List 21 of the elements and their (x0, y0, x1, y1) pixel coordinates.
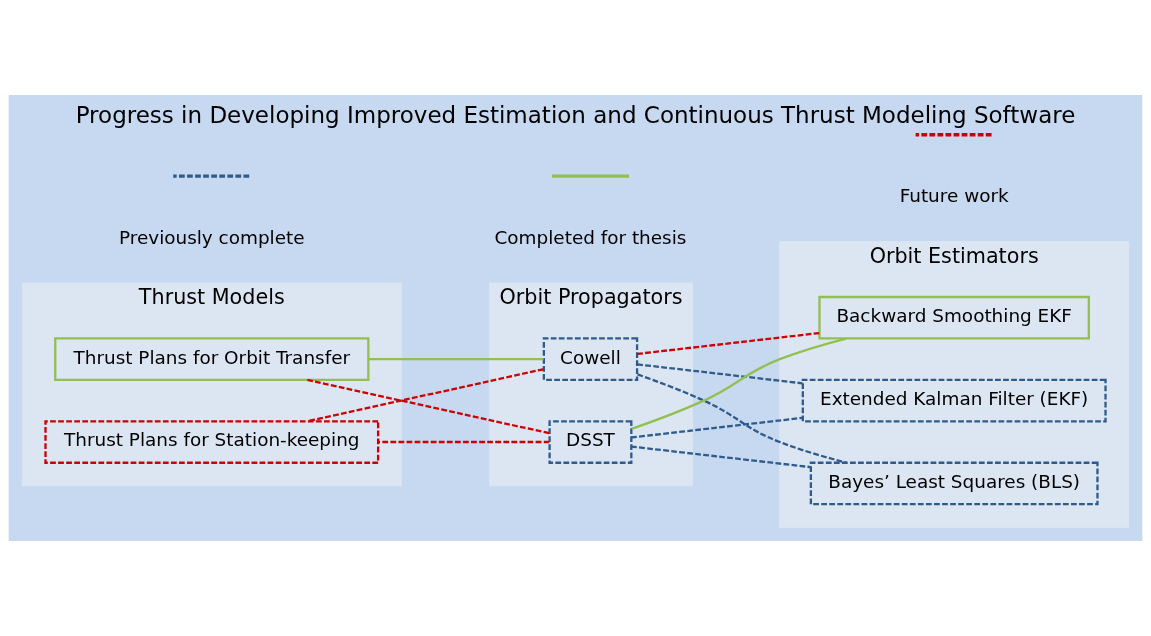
connector (631, 337, 847, 430)
connector (368, 358, 544, 361)
node-box: Cowell (542, 337, 639, 381)
node-box: Thrust Plans for Station-keeping (44, 420, 380, 464)
legend-label: Future work (899, 185, 1009, 207)
legend-label: Previously complete (118, 226, 305, 248)
node-box: Extended Kalman Filter (EKF) (801, 378, 1107, 423)
node-box: Backward Smoothing EKF (818, 295, 1090, 340)
connector (637, 363, 803, 385)
diagram-title: Progress in Developing Improved Estimation and Continuous Thrust Modeling Software (75, 101, 1076, 128)
node-box: Thrust Plans for Orbit Transfer (54, 337, 370, 381)
connector (378, 440, 550, 444)
connector (631, 445, 811, 469)
connector (307, 378, 550, 435)
connector (637, 373, 847, 464)
connector (307, 368, 544, 423)
node-box: DSST (548, 420, 633, 464)
node-box: Bayes’ Least Squares (BLS) (809, 461, 1099, 506)
connector (637, 331, 820, 356)
connector (631, 416, 803, 439)
legend-label: Completed for thesis (494, 226, 687, 248)
